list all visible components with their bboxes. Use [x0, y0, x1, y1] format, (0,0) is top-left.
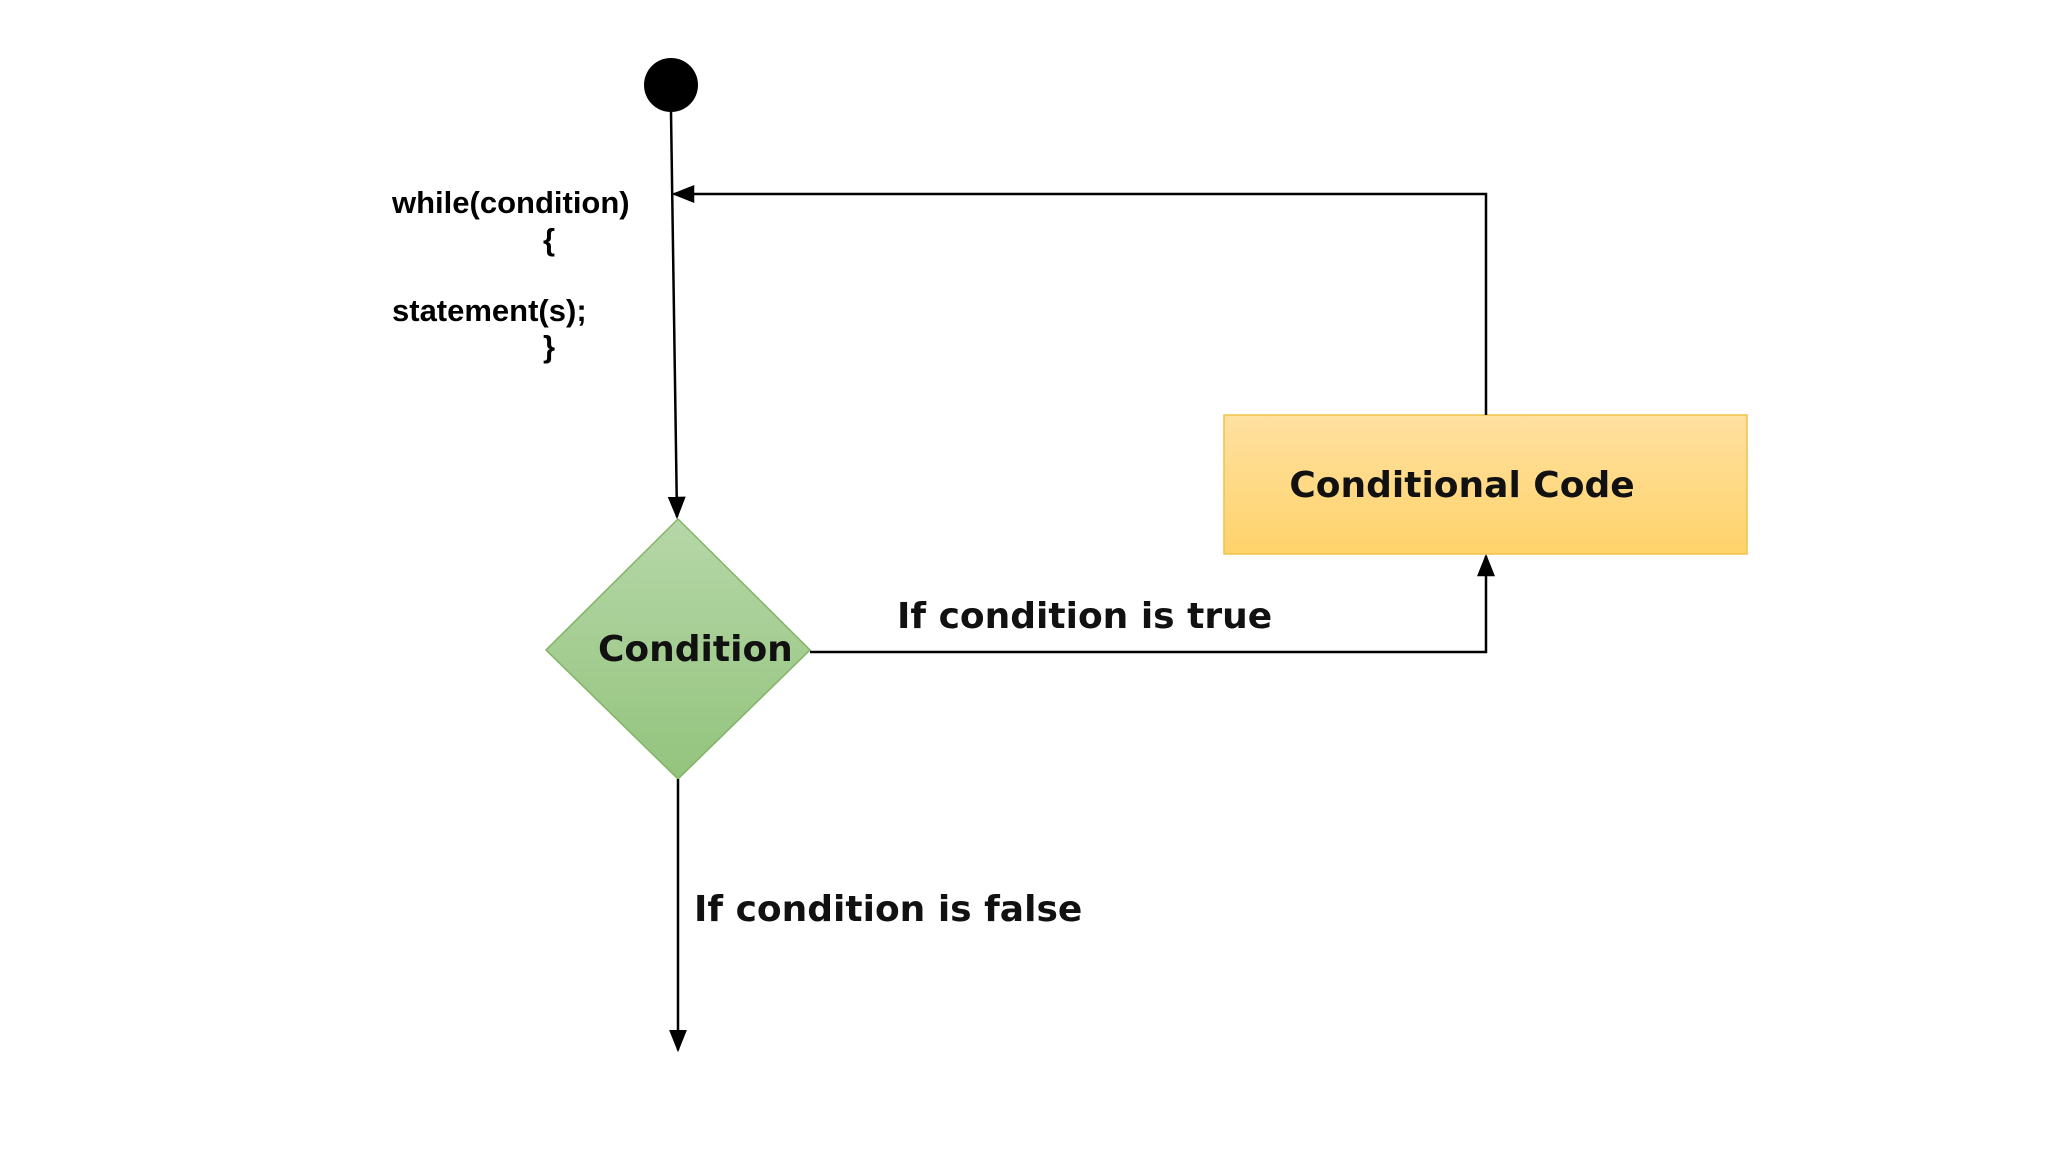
- true-branch-arrow: [810, 553, 1495, 654]
- conditional-code-box: [1223, 414, 1748, 555]
- condition-label: Condition: [598, 629, 793, 670]
- code-line-open-brace: {: [543, 222, 556, 257]
- true-branch-label: If condition is true: [897, 596, 1273, 637]
- start-to-condition-arrow: [667, 111, 686, 520]
- loop-back-arrow: [671, 185, 1488, 415]
- code-line-statement: statement(s);: [392, 293, 587, 328]
- conditional-code-label: Conditional Code: [1289, 465, 1635, 506]
- start-node: [644, 58, 698, 112]
- code-line-close-brace: }: [543, 329, 556, 364]
- false-branch-label: If condition is false: [694, 889, 1083, 930]
- code-line-while: while(condition): [392, 185, 630, 220]
